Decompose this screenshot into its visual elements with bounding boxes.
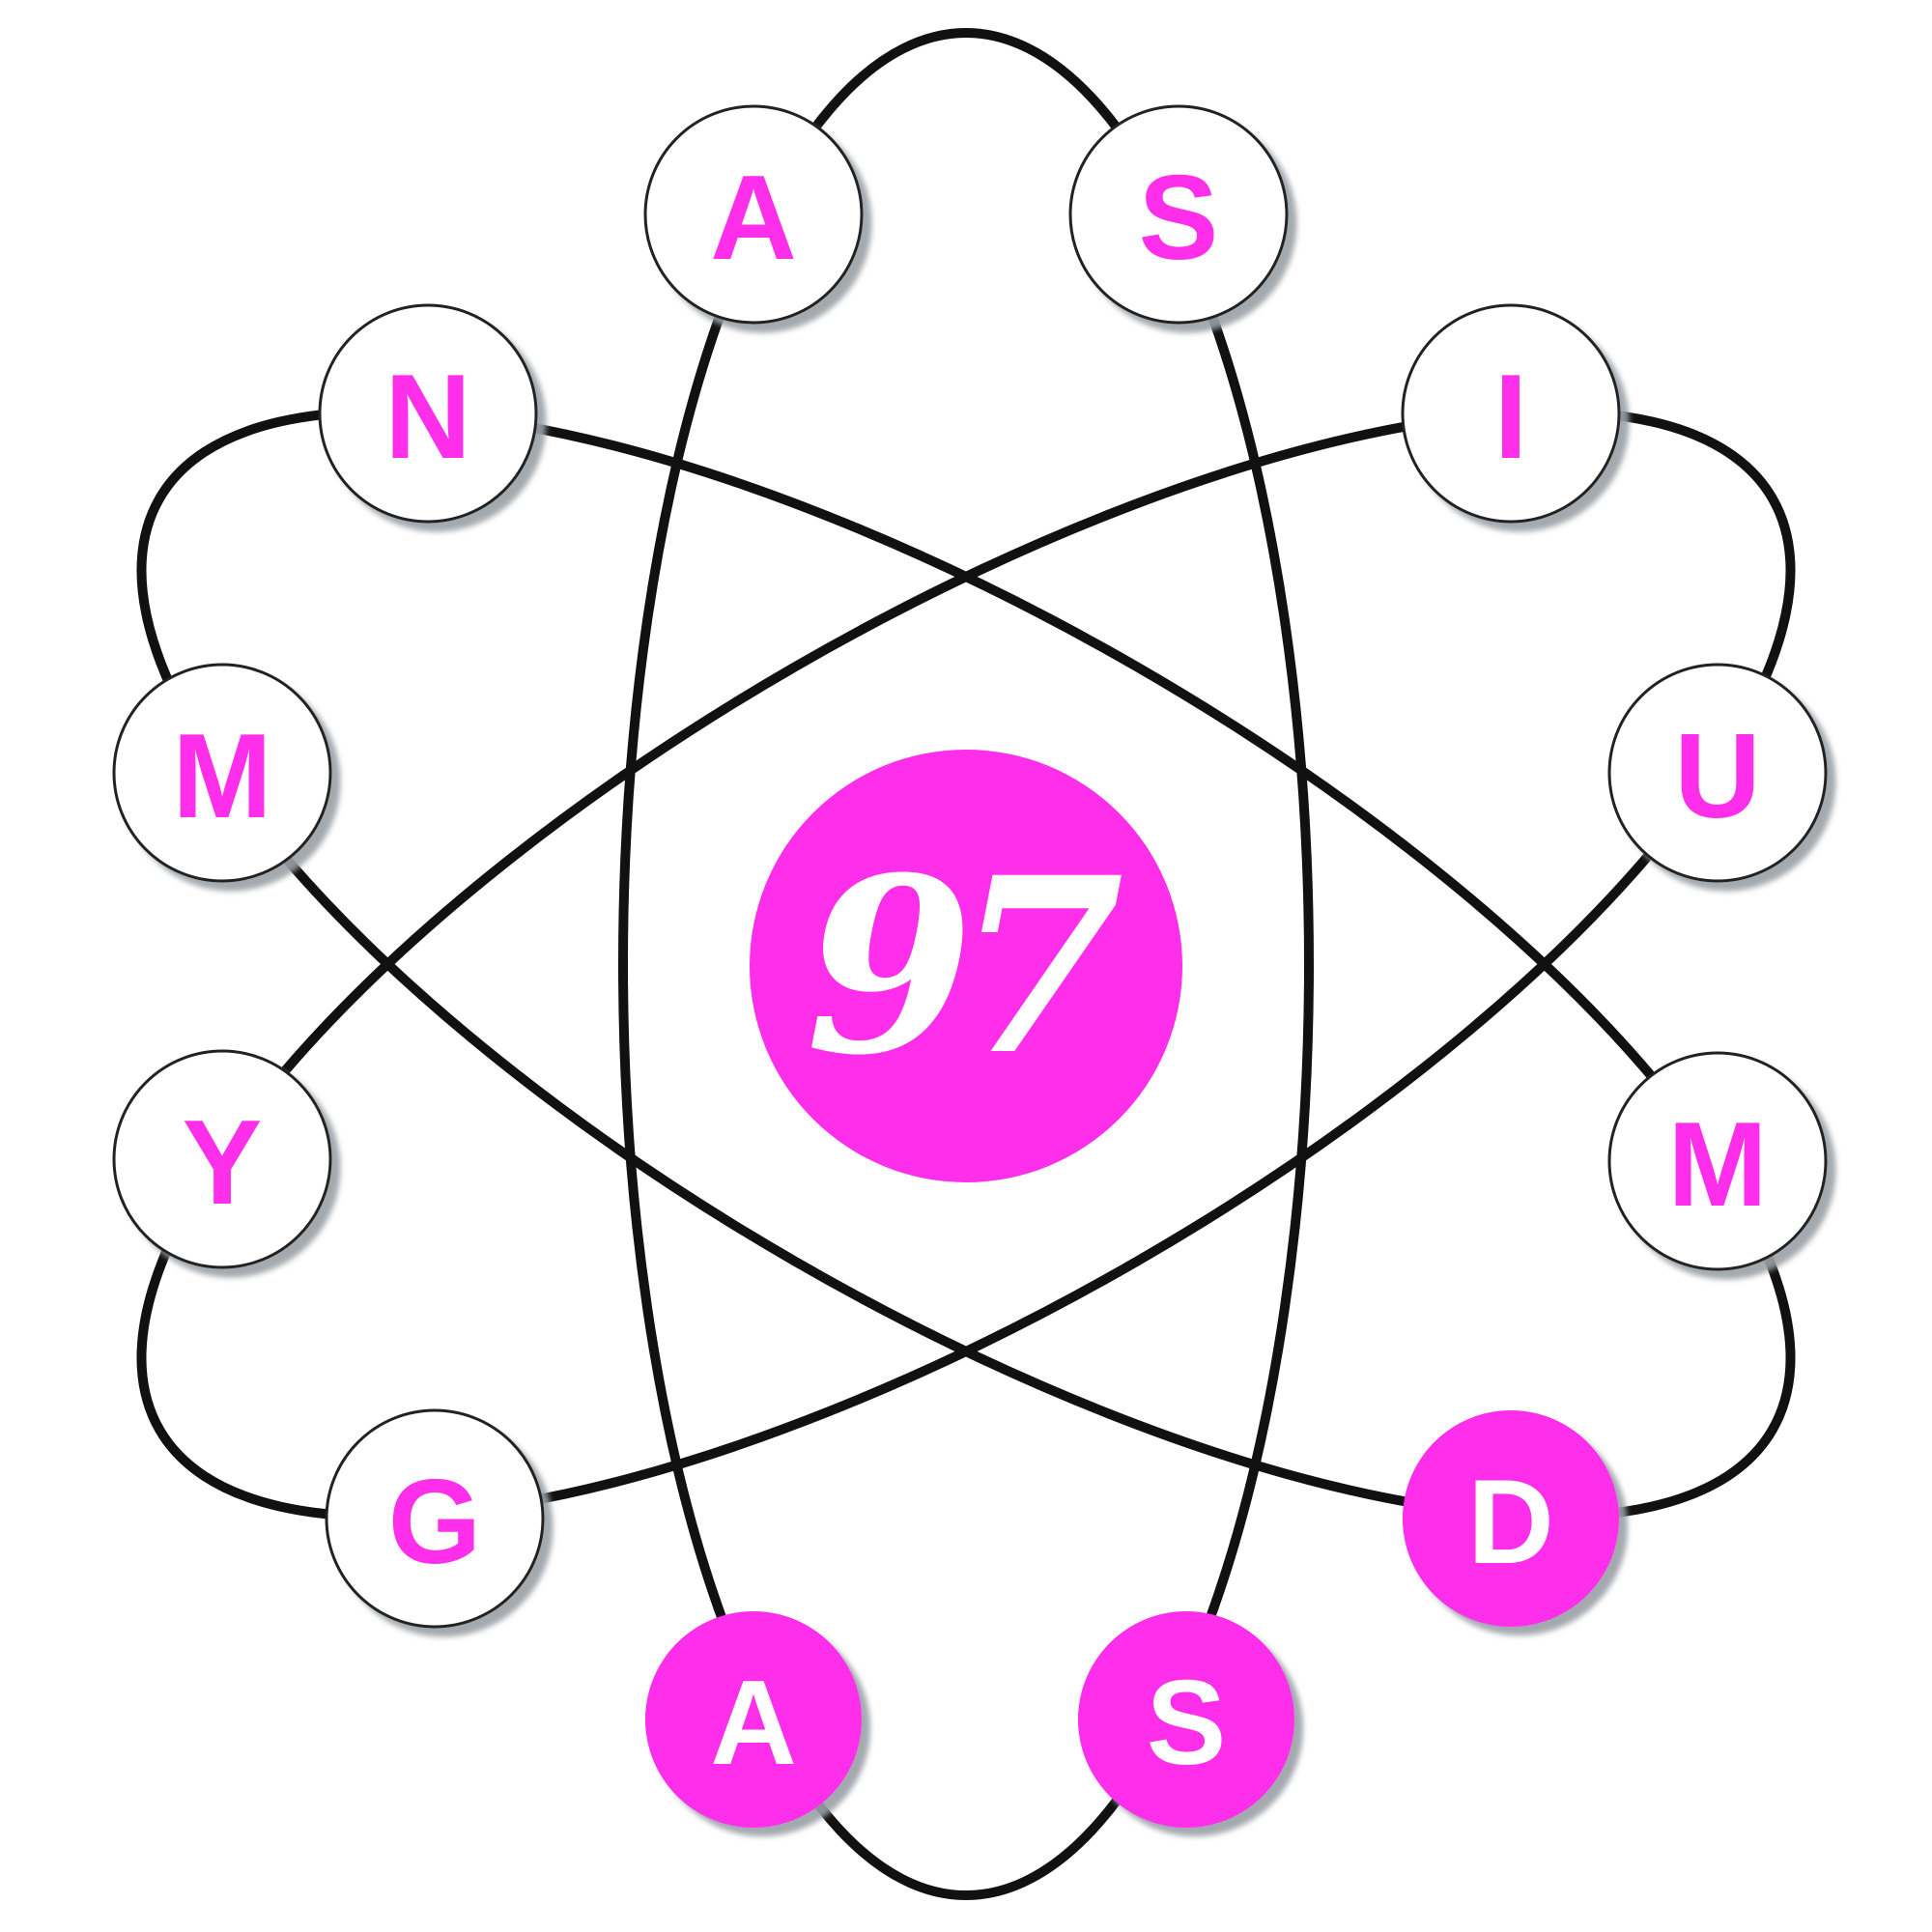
- letter-circle: [643, 104, 864, 325]
- letter-circle: [112, 1049, 332, 1269]
- letter-circle: [112, 663, 332, 883]
- letter-text: U: [1674, 710, 1761, 843]
- letter-node-2: S: [1068, 104, 1289, 325]
- letter-circle: [1403, 1410, 1619, 1627]
- nucleus-circle: [750, 750, 1182, 1182]
- letter-text: A: [710, 152, 797, 285]
- orbit-group: [136, 28, 1796, 1900]
- letter-circle: [1607, 663, 1828, 883]
- letter-ring: A S I U M D S A G Y M N: [112, 104, 1828, 1828]
- letter-text: M: [1667, 1098, 1767, 1232]
- letter-circle: [1607, 1051, 1828, 1271]
- letter-node-11: M: [112, 663, 332, 883]
- letter-text: S: [1147, 1657, 1227, 1790]
- orbit-diagonal-right: [136, 407, 1796, 1521]
- letter-node-7: S: [1078, 1611, 1294, 1828]
- letter-text: G: [388, 1456, 481, 1589]
- letter-text: M: [172, 710, 271, 843]
- letter-circle: [1078, 1611, 1294, 1828]
- letter-node-8: A: [645, 1611, 862, 1828]
- letter-circle: [325, 1408, 545, 1629]
- letter-node-4: U: [1607, 663, 1828, 883]
- nucleus: 97: [750, 750, 1182, 1182]
- letter-circle: [1068, 104, 1289, 325]
- letter-text: N: [384, 351, 471, 484]
- letter-text: Y: [183, 1096, 263, 1230]
- letter-node-6: D: [1403, 1410, 1619, 1627]
- letter-circle: [1401, 303, 1621, 524]
- letter-node-9: G: [325, 1408, 545, 1629]
- letter-node-10: Y: [112, 1049, 332, 1269]
- orbit-vertical: [618, 28, 1314, 1900]
- nucleus-number: 97: [806, 824, 1122, 1108]
- letter-text: I: [1494, 351, 1527, 484]
- letter-node-1: A: [643, 104, 864, 325]
- letter-node-5: M: [1607, 1051, 1828, 1271]
- letter-circle: [645, 1611, 862, 1828]
- letter-text: D: [1467, 1456, 1554, 1589]
- orbit-diagonal-left: [136, 407, 1796, 1521]
- letter-circle: [318, 303, 538, 524]
- letter-node-12: N: [318, 303, 538, 524]
- letter-text: A: [710, 1657, 797, 1790]
- letter-node-3: I: [1401, 303, 1621, 524]
- letter-text: S: [1139, 152, 1219, 285]
